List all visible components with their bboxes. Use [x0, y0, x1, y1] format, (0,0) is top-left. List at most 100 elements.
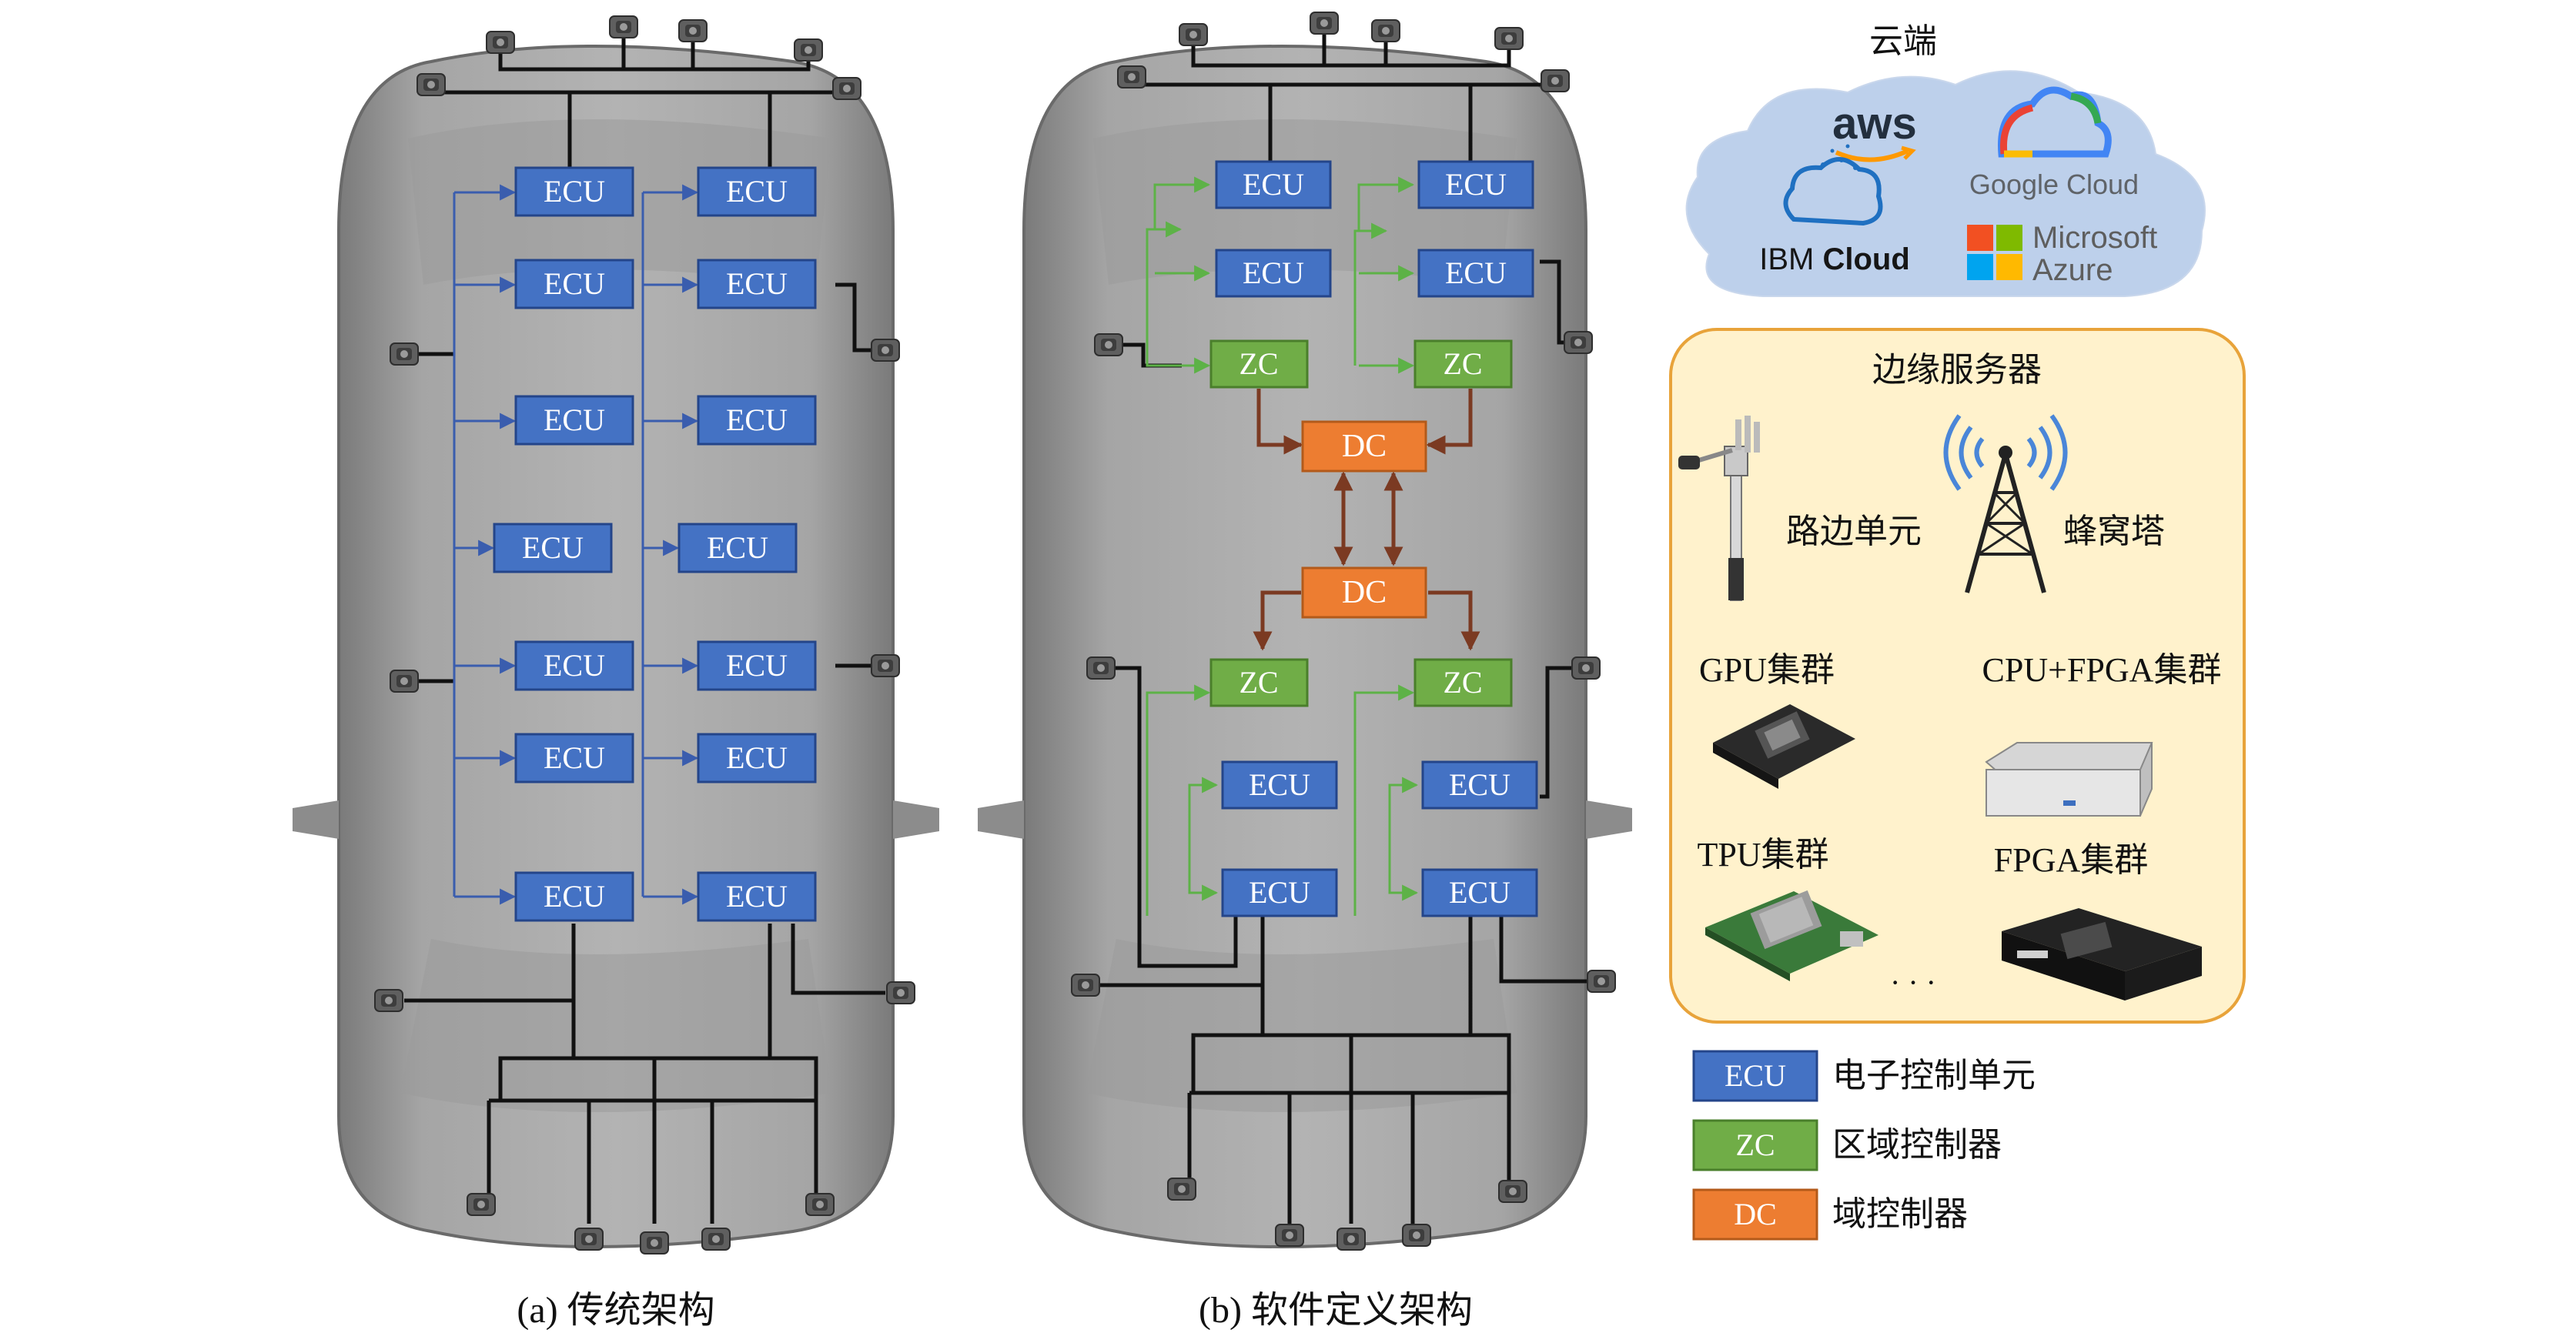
- legend-swatch-zc: [1692, 1119, 1818, 1171]
- zc-label: ZC: [1443, 346, 1482, 381]
- gpu-board-icon: [1713, 704, 1855, 789]
- sensor-camera-icon: [1371, 19, 1400, 42]
- car-b-zone-links: [1146, 176, 1419, 916]
- legend-code: ECU: [1725, 1058, 1786, 1093]
- roadside-unit-icon: [1678, 416, 1760, 601]
- ecu-box: ECU: [677, 523, 798, 573]
- ecu-box: ECU: [1221, 760, 1338, 810]
- zc-label: ZC: [1239, 665, 1278, 700]
- ecu-box: ECU: [1215, 160, 1332, 209]
- car-a-ecus: ECU ECU ECU ECU ECU ECU ECU ECU ECU ECU …: [493, 166, 817, 922]
- ecu-box: ECU: [697, 871, 817, 922]
- ecu-label: ECU: [726, 740, 788, 775]
- ecu-label: ECU: [544, 648, 605, 683]
- ecu-label: ECU: [726, 879, 788, 914]
- car-b-body: [978, 45, 1632, 1248]
- legend-code: DC: [1734, 1197, 1777, 1231]
- caption-a: (a) 传统架构: [517, 1290, 714, 1331]
- tpu-label: TPU集群: [1697, 836, 1828, 874]
- ecu-label: ECU: [1445, 167, 1507, 202]
- dc-box: DC: [1301, 420, 1427, 473]
- legend-label: 电子控制单元: [1832, 1057, 2036, 1094]
- ecu-label: ECU: [522, 530, 584, 565]
- cpu-fpga-label: CPU+FPGA集群: [1982, 651, 2222, 689]
- ecu-box: ECU: [697, 395, 817, 446]
- ecu-box: ECU: [514, 259, 634, 309]
- car-b-domain-links: [1253, 389, 1480, 651]
- legend-label: 区域控制器: [1832, 1126, 2002, 1164]
- sensor-camera-icon: [640, 1231, 669, 1254]
- sensor-camera-icon: [1086, 656, 1116, 680]
- caption-b: (b) 软件定义架构: [1199, 1290, 1473, 1331]
- ecu-box: ECU: [697, 166, 817, 217]
- sensor-camera-icon: [1498, 1180, 1527, 1203]
- ecu-label: ECU: [544, 879, 605, 914]
- dc-label: DC: [1342, 429, 1387, 464]
- sensor-camera-icon: [1071, 974, 1100, 997]
- ecu-label: ECU: [726, 174, 788, 209]
- sensor-camera-icon: [1179, 23, 1208, 46]
- ecu-label: ECU: [544, 266, 605, 301]
- ecu-label: ECU: [544, 403, 605, 437]
- ecu-label: ECU: [707, 530, 768, 565]
- sensor-camera-icon: [574, 1228, 604, 1251]
- sensor-camera-icon: [1310, 12, 1339, 35]
- ecu-label: ECU: [1243, 167, 1304, 202]
- sensor-camera-icon: [1167, 1178, 1196, 1201]
- microsoft-text: Microsoft: [2032, 221, 2157, 255]
- sensor-camera-icon: [871, 654, 900, 677]
- zc-box: ZC: [1413, 339, 1513, 389]
- fpga-board-icon: [2002, 908, 2202, 1001]
- cloud-shape: [1685, 70, 2206, 297]
- sensor-camera-icon: [390, 342, 419, 366]
- aws-text: aws: [1832, 99, 1917, 149]
- sensor-camera-icon: [1541, 69, 1570, 92]
- sensor-camera-icon: [794, 38, 823, 62]
- sensor-camera-icon: [1275, 1224, 1304, 1247]
- sensor-camera-icon: [886, 981, 915, 1004]
- sensor-camera-icon: [1571, 656, 1601, 680]
- sensor-camera-icon: [678, 19, 708, 42]
- sensor-camera-icon: [701, 1228, 731, 1251]
- google-cloud-text: Google Cloud: [1969, 169, 2139, 200]
- sensor-camera-icon: [1494, 27, 1524, 50]
- more-ellipsis: · · ·: [1890, 965, 1936, 1000]
- ecu-box: ECU: [514, 640, 634, 691]
- ecu-label: ECU: [726, 648, 788, 683]
- ecu-box: ECU: [514, 166, 634, 217]
- tower-label: 蜂窝塔: [2063, 513, 2165, 550]
- ibm-cloud-icon: [1783, 144, 1883, 226]
- tpu-board-icon: [1705, 890, 1878, 981]
- ecu-label: ECU: [1249, 767, 1310, 802]
- ecu-label: ECU: [544, 174, 605, 209]
- sensor-camera-icon: [1337, 1228, 1366, 1251]
- server-box-icon: [1985, 742, 2153, 817]
- legend-swatch-ecu: [1692, 1050, 1818, 1102]
- edge-panel-box: [1669, 328, 2246, 1024]
- cell-tower-icon: [1943, 414, 2068, 593]
- sensor-camera-icon: [609, 15, 638, 38]
- microsoft-logo-icon: [1967, 225, 2022, 280]
- ecu-box: ECU: [493, 523, 613, 573]
- ecu-box: ECU: [514, 733, 634, 783]
- legend-item-ecu: ECU 电子控制单元: [1692, 1050, 2036, 1102]
- dc-box: DC: [1301, 566, 1427, 619]
- sensor-camera-icon: [390, 670, 419, 693]
- zc-box: ZC: [1413, 658, 1513, 707]
- sensor-camera-icon: [374, 989, 403, 1012]
- ecu-label: ECU: [544, 740, 605, 775]
- ecu-box: ECU: [1417, 160, 1534, 209]
- ecu-box: ECU: [1421, 760, 1538, 810]
- sensor-camera-icon: [417, 73, 446, 96]
- legend-swatch-dc: [1692, 1188, 1818, 1241]
- fpga-label: FPGA集群: [1994, 841, 2149, 879]
- google-cloud-icon: [1998, 86, 2112, 158]
- sensor-camera-icon: [1117, 65, 1146, 89]
- cloud-title: 云端: [1869, 22, 1937, 60]
- zc-label: ZC: [1239, 346, 1278, 381]
- sensor-camera-icon: [832, 77, 861, 100]
- ecu-label: ECU: [1449, 875, 1510, 910]
- sensor-camera-icon: [1402, 1224, 1431, 1247]
- ecu-box: ECU: [1417, 249, 1534, 298]
